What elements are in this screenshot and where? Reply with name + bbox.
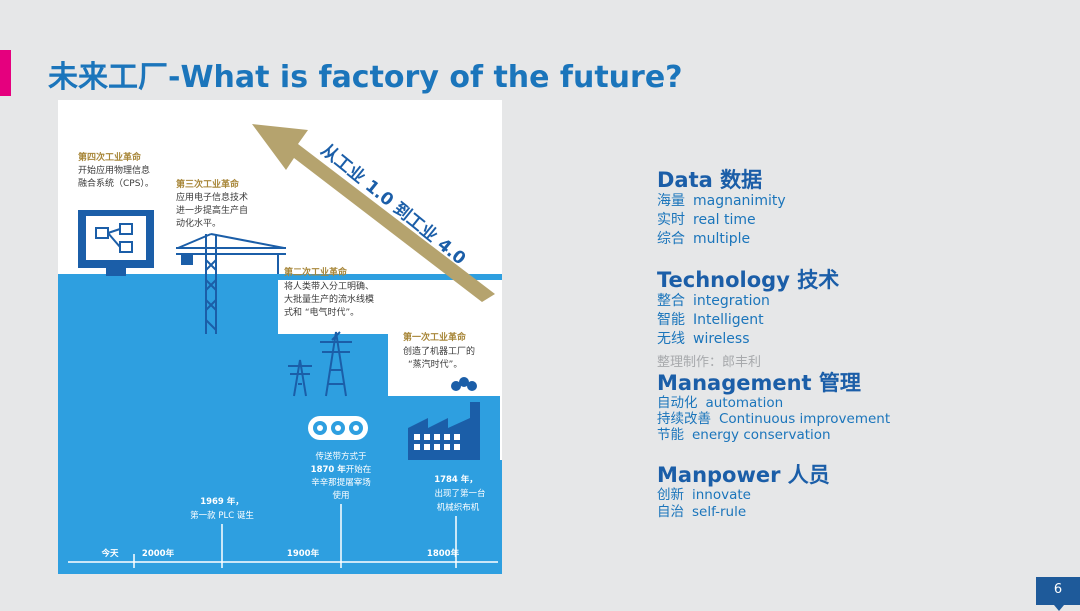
rev2-line: 式和 “电气时代”。 [284, 306, 359, 318]
rev4-title: 第四次工业革命 [78, 151, 142, 163]
section-title: Manpower 人员 [657, 463, 830, 487]
rev2-line: 将人类带入分工明确、 [284, 280, 374, 292]
event-1969-line: 第一款 PLC 诞生 [190, 510, 254, 521]
event-1784-year: 1784 年， [434, 474, 478, 485]
rev3-line: 动化水平。 [176, 217, 221, 229]
event-1870-year: 1870 年 [311, 464, 347, 475]
timeline-label: 1800年 [427, 548, 460, 559]
timeline-label: 今天 [100, 548, 119, 559]
arrow-label: 从工业 1.0 到工业 4.0 [317, 140, 470, 269]
rev2-title: 第二次工业革命 [284, 266, 348, 278]
rev1-title: 第一次工业革命 [403, 331, 467, 343]
rev3-line: 应用电子信息技术 [176, 191, 248, 203]
event-1870-year-line: 1870 年开始在 [311, 464, 372, 475]
section-title: Data 数据 [657, 168, 786, 192]
timeline-label: 1900年 [287, 548, 320, 559]
monitor-icon [78, 210, 154, 276]
slide-title: 未来工厂-What is factory of the future? [48, 52, 683, 96]
conveyor-icon [308, 416, 368, 440]
author-watermark: 整理制作：郎丰利 [657, 351, 761, 370]
rev1-line: 创造了机器工厂的 [403, 345, 475, 357]
section-title: Management 管理 [657, 371, 890, 395]
event-1870-year-suffix: 开始在 [346, 464, 372, 475]
event-1784-line: 出现了第一台 [434, 488, 485, 499]
rev4-line: 融合系统（CPS）。 [78, 177, 154, 189]
rev4-line: 开始应用物理信息 [78, 164, 150, 176]
event-1870-line: 使用 [332, 490, 349, 501]
event-1969-year: 1969 年， [200, 496, 244, 507]
page-number-badge: 6 [1036, 577, 1080, 605]
event-1870-line: 辛辛那提屠宰场 [311, 477, 371, 488]
industry-evolution-infographic: 从工业 1.0 到工业 4.0 [58, 100, 502, 574]
title-accent-bar [0, 50, 11, 96]
rev1-line: “蒸汽时代”。 [408, 358, 462, 370]
event-1870-line: 传送带方式于 [315, 451, 367, 462]
rev3-line: 进一步提高生产自 [176, 204, 248, 216]
event-1784-line: 机械织布机 [437, 502, 480, 513]
rev3-title: 第三次工业革命 [176, 178, 240, 190]
rev2-line: 大批量生产的流水线模 [284, 293, 374, 305]
stairs-shape [58, 274, 502, 574]
section-title: Technology 技术 [657, 268, 839, 292]
timeline-label: 2000年 [142, 548, 175, 559]
